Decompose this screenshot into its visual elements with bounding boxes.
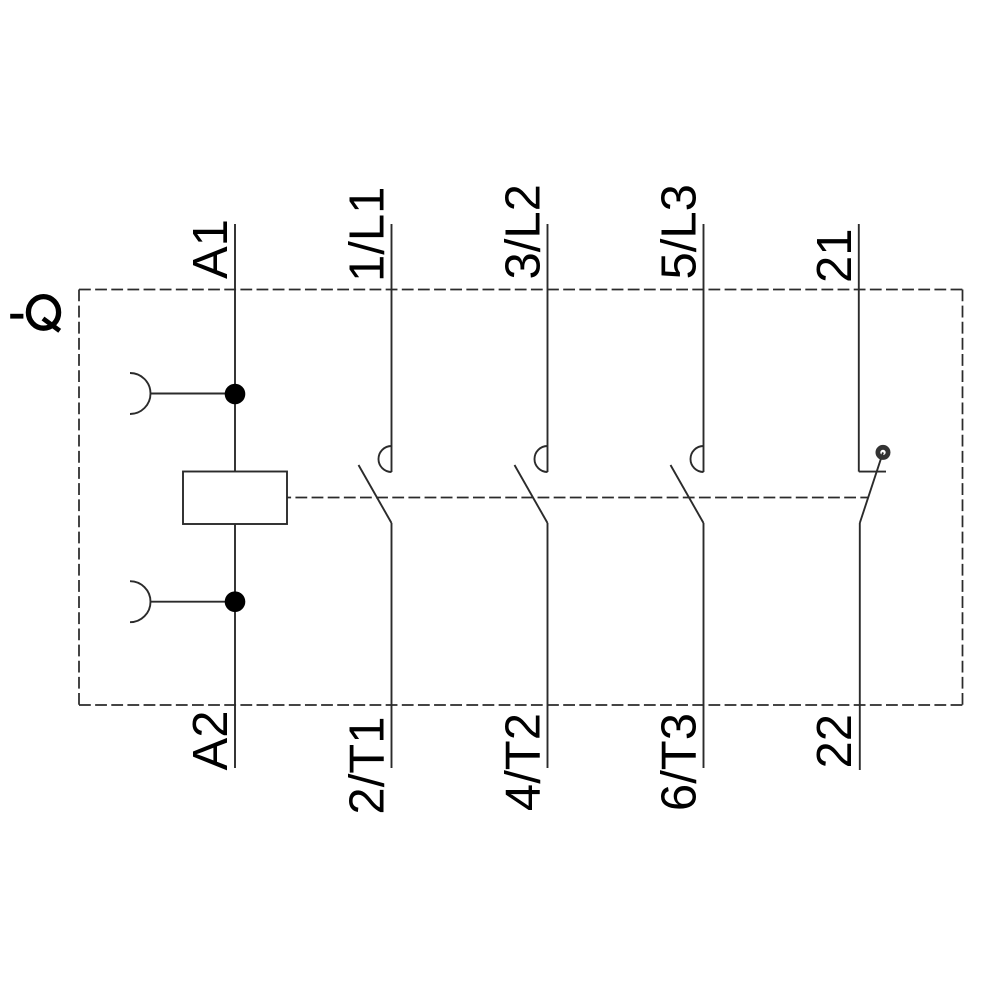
- svg-text:3/L2: 3/L2: [497, 184, 551, 279]
- svg-text:6/T3: 6/T3: [653, 713, 707, 811]
- svg-text:22: 22: [808, 714, 862, 769]
- svg-text:A1: A1: [184, 219, 238, 279]
- svg-text:2/T1: 2/T1: [341, 717, 395, 815]
- svg-text:1/L1: 1/L1: [341, 187, 395, 282]
- svg-text:4/T2: 4/T2: [497, 713, 551, 811]
- svg-text:21: 21: [808, 228, 862, 283]
- svg-text:A2: A2: [184, 711, 238, 771]
- svg-text:5/L3: 5/L3: [653, 184, 707, 279]
